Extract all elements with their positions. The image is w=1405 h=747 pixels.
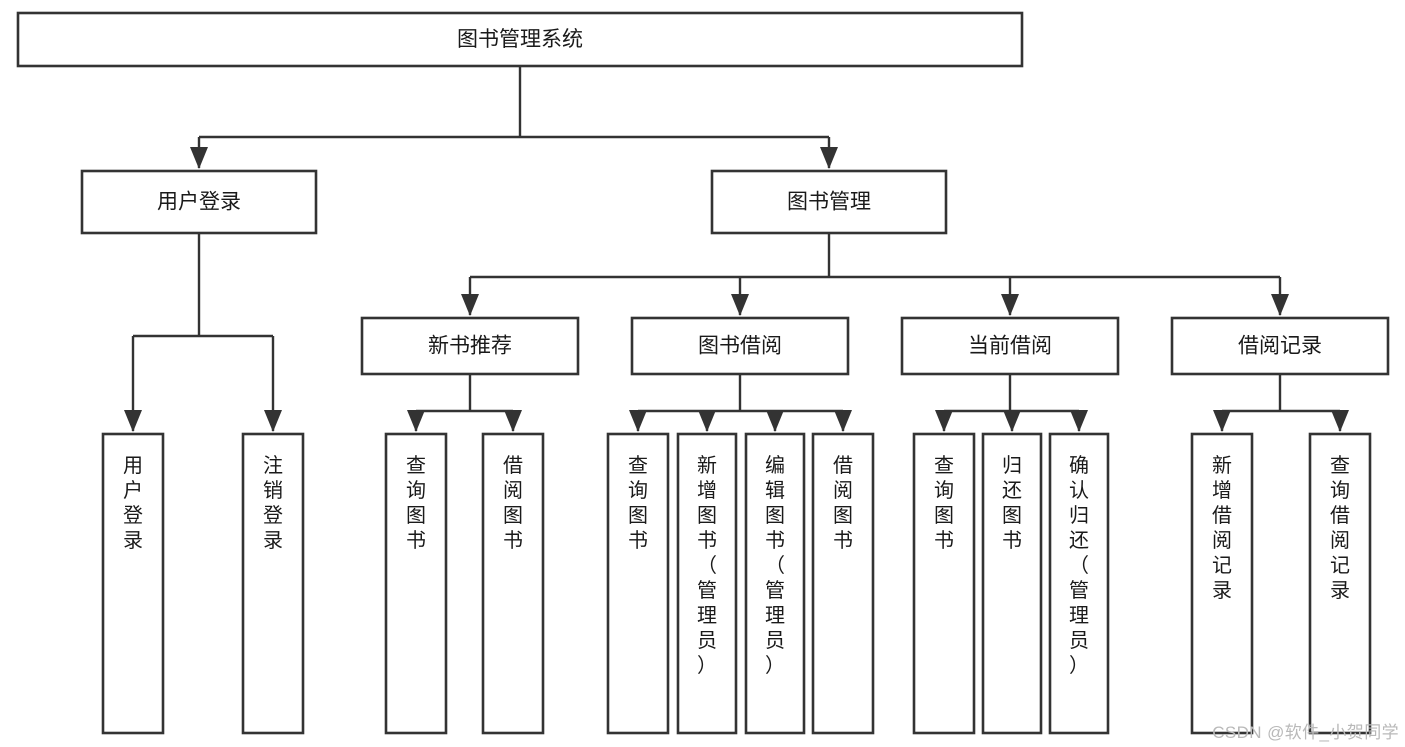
arrow-head-icon [461, 294, 479, 316]
node-box-leaf-confirm-return[interactable] [1048, 432, 1110, 735]
node-box-leaf-user-login[interactable] [101, 432, 165, 735]
node-label-leaf-query-book-1: 查询图书 [406, 454, 426, 552]
arrow-head-icon [820, 147, 838, 169]
arrow-head-icon [766, 410, 784, 432]
arrow-head-icon [124, 410, 142, 432]
node-label-leaf-edit-book: 编辑图书（管理员） [765, 454, 785, 677]
node-box-root[interactable] [16, 11, 1024, 68]
connector-layer [124, 66, 1349, 432]
node-label-leaf-return-book: 归还图书 [1002, 454, 1022, 552]
node-box-leaf-query-book-3[interactable] [912, 432, 976, 735]
node-box-leaf-user-logout[interactable] [241, 432, 305, 735]
node-label-root: 图书管理系统 [457, 28, 583, 51]
arrow-head-icon [190, 147, 208, 169]
node-label-leaf-add-book: 新增图书（管理员） [697, 454, 717, 677]
node-box-book-borrow[interactable] [630, 316, 850, 376]
node-box-leaf-add-book[interactable] [676, 432, 738, 735]
node-box-user-login[interactable] [80, 169, 318, 235]
arrow-head-icon [504, 410, 522, 432]
node-box-book-manage[interactable] [710, 169, 948, 235]
arrow-head-icon [264, 410, 282, 432]
node-label-leaf-query-record: 查询借阅记录 [1330, 454, 1350, 602]
node-label-book-manage: 图书管理 [787, 191, 871, 214]
node-label-leaf-confirm-return: 确认归还（管理员） [1069, 454, 1089, 677]
node-box-leaf-query-record[interactable] [1308, 432, 1372, 735]
node-label-new-book-rec: 新书推荐 [428, 335, 512, 358]
node-label-borrow-record: 借阅记录 [1238, 335, 1322, 358]
node-box-borrow-record[interactable] [1170, 316, 1390, 376]
node-box-leaf-borrow-book-2[interactable] [811, 432, 875, 735]
node-label-current-borrow: 当前借阅 [968, 335, 1052, 358]
arrow-head-icon [407, 410, 425, 432]
arrow-head-icon [834, 410, 852, 432]
node-label-leaf-user-login: 用户登录 [123, 455, 143, 552]
node-label-book-borrow: 图书借阅 [698, 335, 782, 358]
node-box-leaf-edit-book[interactable] [744, 432, 806, 735]
node-box-leaf-query-book-2[interactable] [606, 432, 670, 735]
node-box-leaf-add-record[interactable] [1190, 432, 1254, 735]
arrow-head-icon [629, 410, 647, 432]
node-label-user-login: 用户登录 [157, 191, 241, 214]
node-label-leaf-query-book-3: 查询图书 [934, 454, 954, 552]
arrow-head-icon [1213, 410, 1231, 432]
node-layer: 图书管理系统用户登录图书管理新书推荐图书借阅当前借阅借阅记录用户登录注销登录查询… [16, 11, 1390, 735]
node-box-leaf-query-book-1[interactable] [384, 432, 448, 735]
node-label-leaf-borrow-book-2: 借阅图书 [833, 454, 853, 552]
node-box-leaf-borrow-book-1[interactable] [481, 432, 545, 735]
node-label-leaf-user-logout: 注销登录 [263, 454, 283, 552]
node-box-leaf-return-book[interactable] [981, 432, 1043, 735]
arrow-head-icon [1070, 410, 1088, 432]
arrow-head-icon [1331, 410, 1349, 432]
node-label-leaf-add-record: 新增借阅记录 [1212, 454, 1232, 602]
node-box-current-borrow[interactable] [900, 316, 1120, 376]
node-label-leaf-borrow-book-1: 借阅图书 [503, 454, 523, 552]
node-box-new-book-rec[interactable] [360, 316, 580, 376]
arrow-head-icon [1001, 294, 1019, 316]
arrow-head-icon [1003, 410, 1021, 432]
arrow-head-icon [935, 410, 953, 432]
node-label-leaf-query-book-2: 查询图书 [628, 454, 648, 552]
arrow-head-icon [1271, 294, 1289, 316]
arrow-head-icon [698, 410, 716, 432]
arrow-head-icon [731, 294, 749, 316]
